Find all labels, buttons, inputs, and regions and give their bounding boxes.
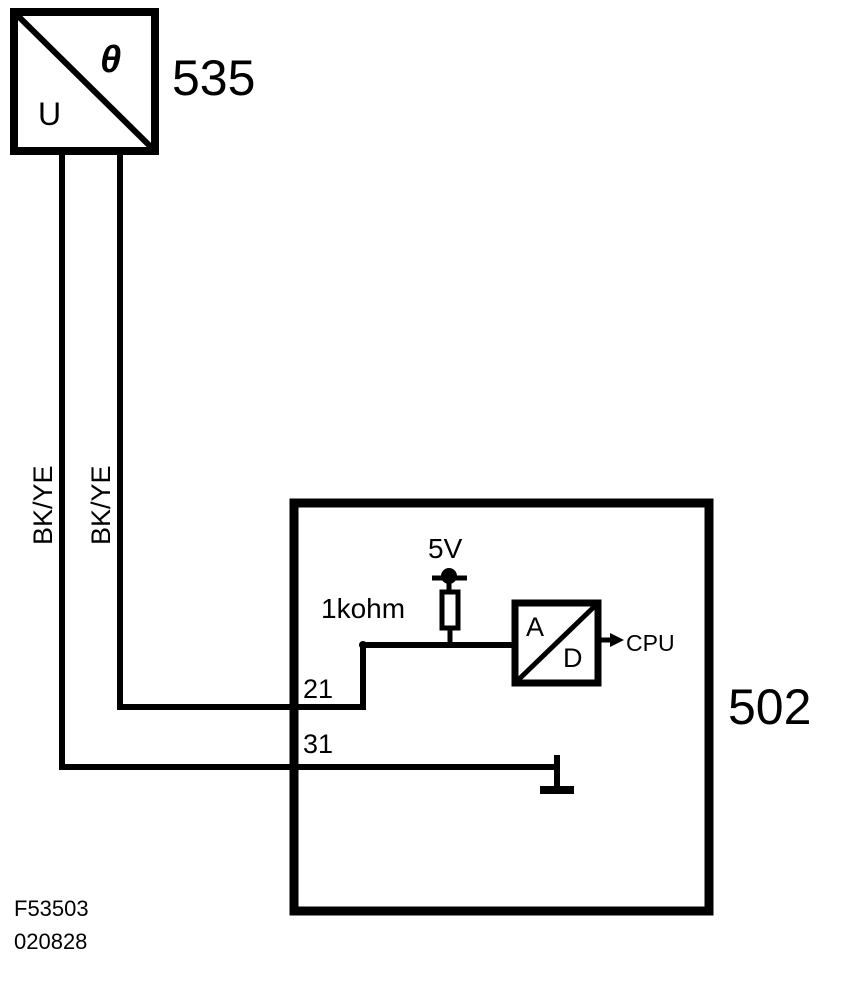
sensor-id: 535: [172, 50, 255, 106]
supply-label: 5V: [428, 533, 463, 564]
ad-label-d: D: [563, 643, 583, 673]
theta-symbol: θ: [100, 39, 121, 81]
sensor-535: θ U: [10, 8, 159, 155]
ground-wire: [59, 151, 560, 770]
pin-21-label: 21: [303, 674, 333, 704]
ground-icon: [540, 755, 574, 794]
ad-converter: A D: [511, 599, 602, 687]
signal-wire: [117, 151, 515, 710]
figure-code: F53503: [14, 896, 89, 921]
sensor-converter-icon: [11, 9, 158, 154]
u-symbol: U: [38, 96, 61, 132]
arrow-right-icon: [598, 633, 624, 647]
control-unit-box: [289, 498, 714, 916]
wire-label-ground: BK/YE: [28, 465, 58, 545]
wire-label-signal: BK/YE: [86, 465, 116, 545]
junction-dot: [359, 641, 367, 649]
cpu-label: CPU: [626, 630, 675, 656]
control-unit-id: 502: [728, 679, 811, 735]
date-code: 020828: [14, 929, 87, 954]
pin-31-label: 31: [303, 729, 333, 759]
ad-diagonal: [513, 601, 600, 685]
resistor-icon: [439, 589, 461, 631]
ad-label-a: A: [526, 612, 544, 642]
supply-terminal-icon: [432, 568, 467, 592]
resistor-label: 1kohm: [321, 593, 405, 624]
